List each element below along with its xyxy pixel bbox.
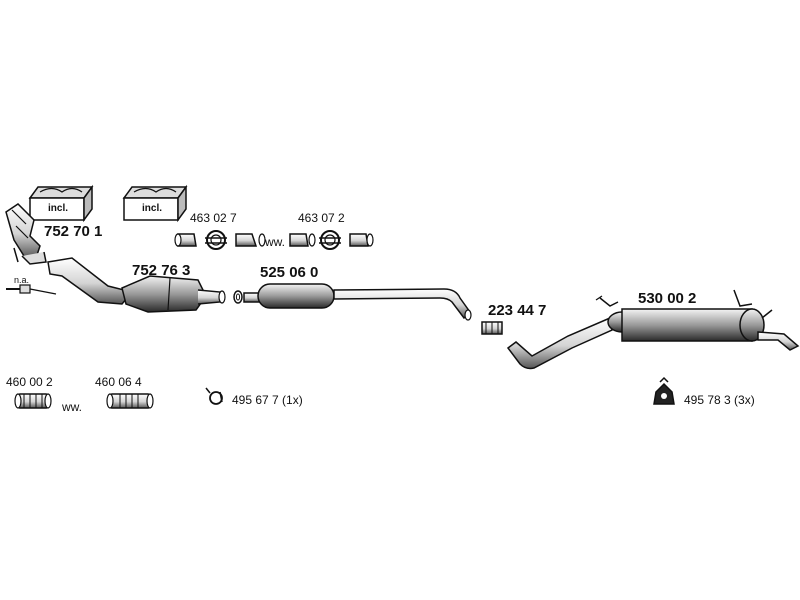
- clamp-icon: [205, 387, 223, 405]
- part-number-clamp: 495 67 7 (1x): [232, 393, 303, 407]
- connector-sleeve: [481, 321, 503, 335]
- joint-ring: [233, 290, 243, 304]
- flex-pipe-2: [106, 393, 154, 409]
- part-number-connector: 223 44 7: [488, 302, 547, 319]
- lambda-probe: [6, 284, 57, 295]
- part-number-rubber-mount: 495 78 3 (3x): [684, 393, 755, 407]
- part-number-manifold: 752 70 1: [44, 223, 103, 240]
- ww-note-1: ww.: [265, 235, 286, 249]
- kit-box-1: [28, 184, 94, 223]
- rear-silencer: [506, 289, 800, 370]
- manifold: [5, 203, 47, 265]
- middle-silencer: [243, 283, 472, 321]
- flex-pipe-1: [14, 393, 52, 409]
- part-number-catalyst: 752 76 3: [132, 262, 191, 279]
- part-number-middle-silencer: 525 06 0: [260, 264, 319, 281]
- kit-box-2: [122, 184, 188, 223]
- kit-1-label: incl.: [48, 203, 69, 214]
- part-number-flex-2: 460 06 4: [95, 375, 142, 389]
- part-number-flex-1: 460 00 2: [6, 375, 53, 389]
- kit-2-label: incl.: [142, 203, 163, 214]
- part-number-rear-silencer: 530 00 2: [638, 290, 697, 307]
- clamp-set-1: [174, 230, 266, 250]
- part-number-clamp-set-1: 463 02 7: [190, 211, 237, 225]
- catalyst: [47, 257, 226, 313]
- ww-note-2: ww.: [62, 400, 83, 414]
- rubber-mount-icon: [653, 376, 675, 405]
- part-number-clamp-set-2: 463 07 2: [298, 211, 345, 225]
- not-available-note: n.a.: [14, 275, 30, 285]
- clamp-set-2: [289, 230, 374, 250]
